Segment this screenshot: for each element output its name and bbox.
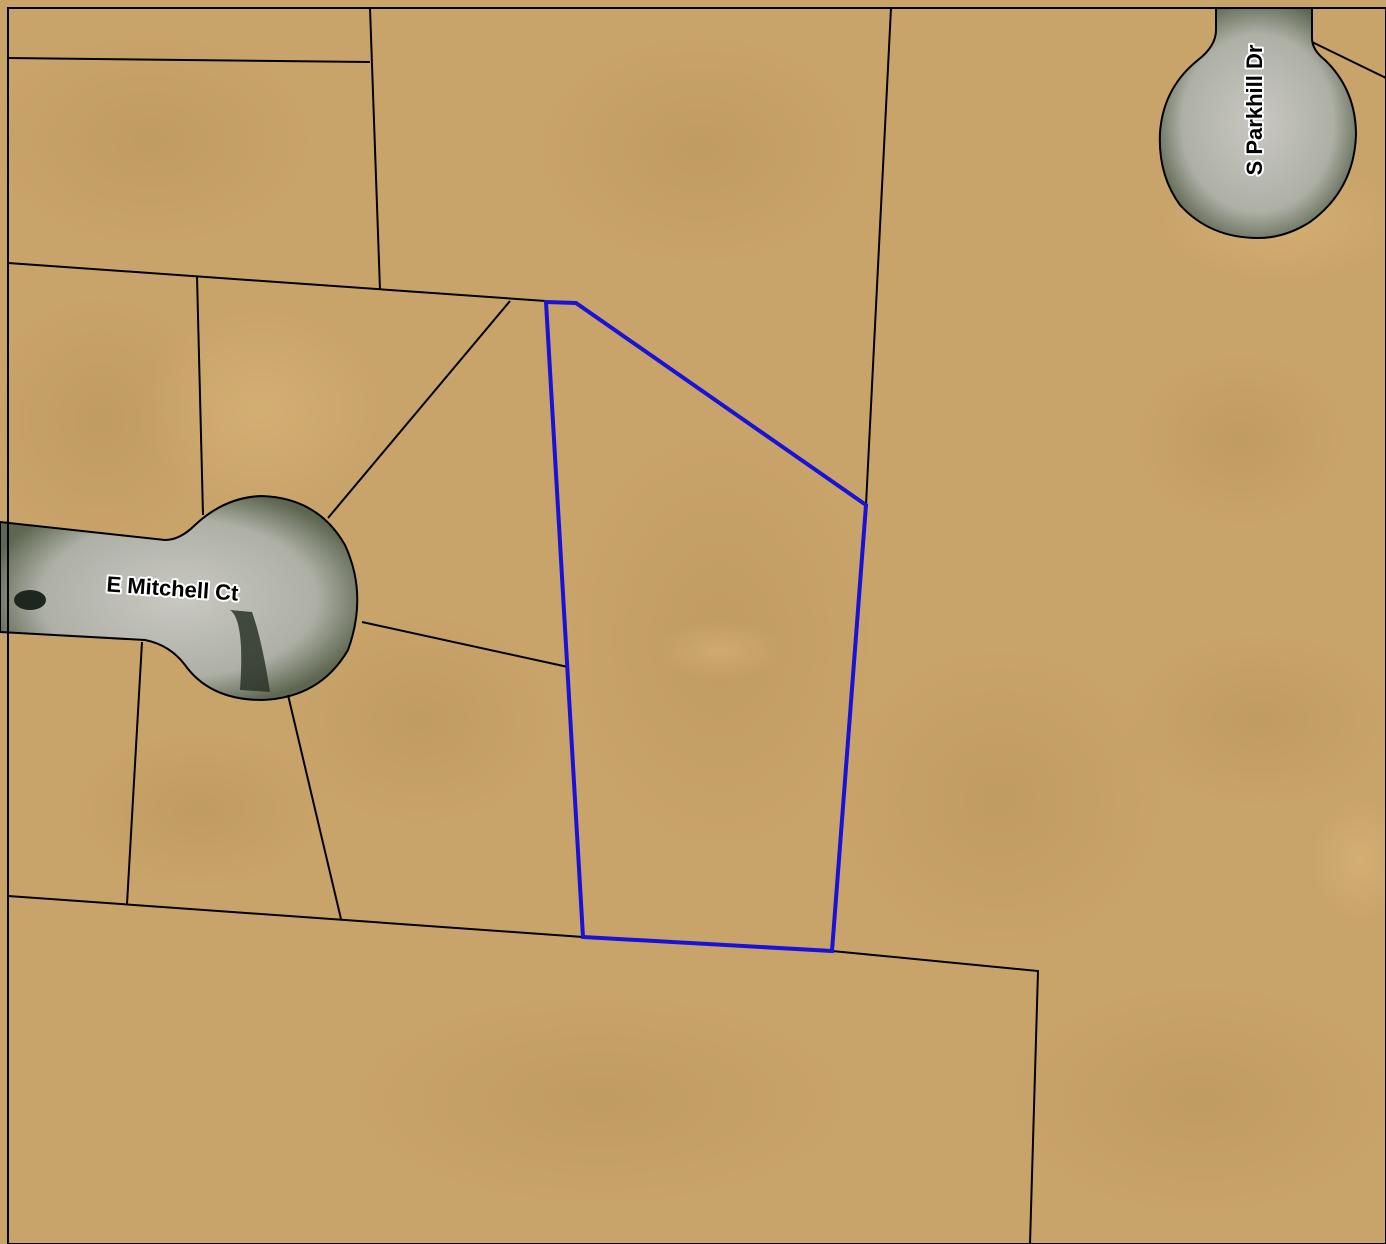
- parcel-boundaries: [7, 7, 1386, 1244]
- road-e-mitchell-ct: [0, 494, 359, 702]
- map-frame: [7, 7, 1386, 1244]
- aerial-texture: [0, 30, 1386, 1220]
- road-s-parkhill-dr: [1158, 7, 1358, 240]
- selected-parcel-outline[interactable]: [543, 299, 869, 954]
- street-label-s-parkhill-dr: S Parkhill Dr: [1242, 44, 1267, 175]
